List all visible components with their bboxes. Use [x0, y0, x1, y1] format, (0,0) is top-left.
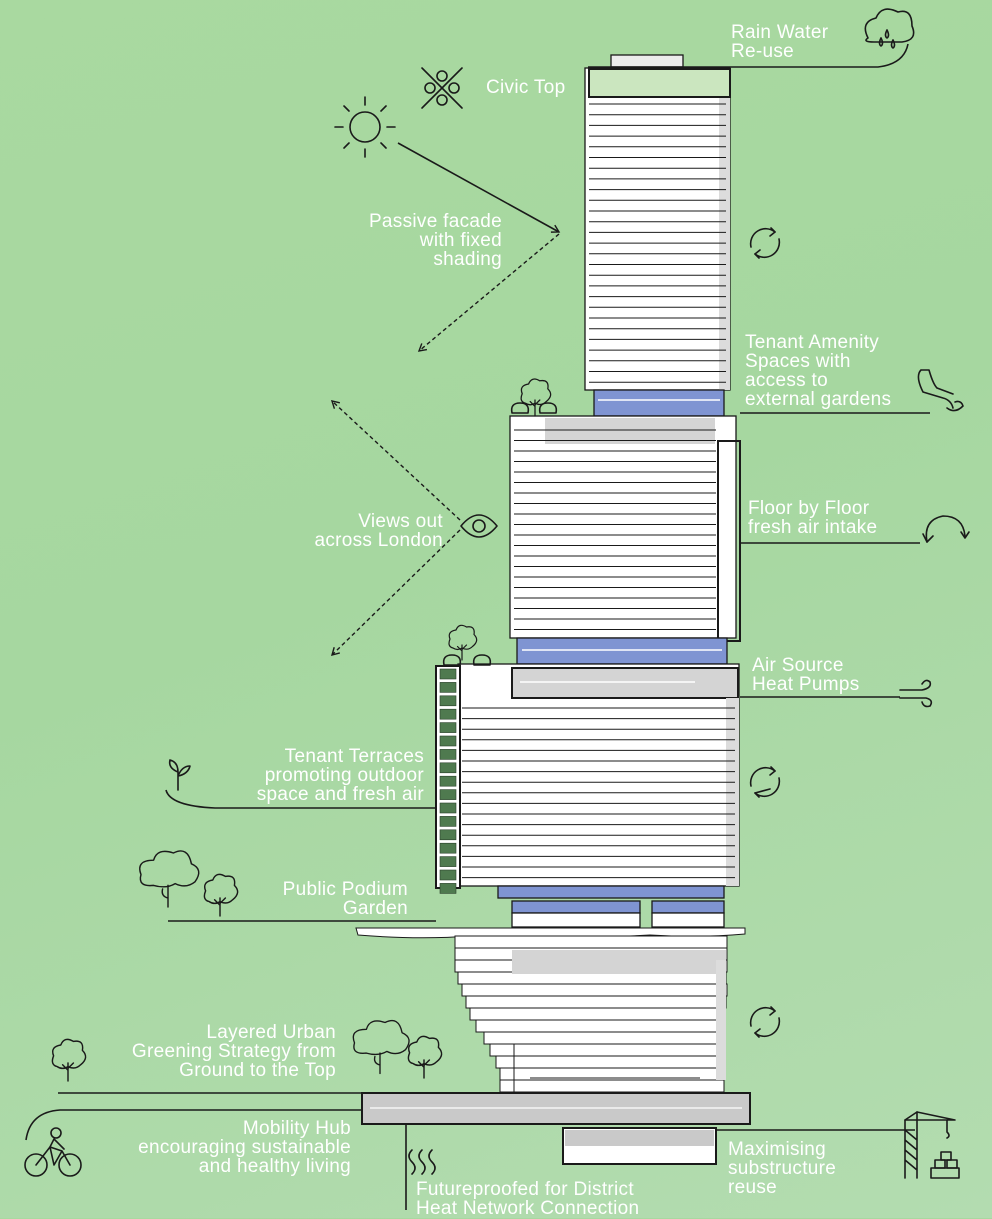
rain-water-label: Rain Water Re-use — [731, 22, 829, 62]
podium-floor — [499, 1079, 725, 1093]
recycle-icon — [749, 766, 781, 798]
recycle-icon — [749, 227, 781, 259]
wind-icon — [899, 679, 933, 708]
terrace-cell — [439, 722, 457, 733]
podium — [454, 935, 728, 1093]
sun-icon — [334, 96, 396, 158]
wind-loop-icon — [922, 515, 970, 543]
terrace-cell — [439, 869, 457, 881]
podium-edge — [716, 960, 726, 1080]
terrace-cell — [439, 842, 457, 854]
shrub-icon — [538, 402, 558, 414]
view-arrow-up — [330, 400, 461, 521]
tree-icon — [139, 850, 200, 908]
tree-icon — [352, 1019, 410, 1075]
terrace-cell — [439, 775, 457, 787]
reflected-ray-arrow — [417, 233, 560, 352]
leader-lines — [25, 43, 930, 1210]
view-arrow-down — [330, 529, 461, 656]
terrace-cell — [439, 735, 457, 747]
views-out-label: Views out across London — [314, 511, 443, 551]
recycle-icon — [749, 1006, 781, 1038]
terrace-cell — [439, 789, 457, 800]
terrace-cell — [439, 668, 457, 680]
podium-floor — [465, 995, 727, 1009]
podium-floor — [489, 1043, 725, 1057]
tenant-amenity-label: Tenant Amenity Spaces with access to ext… — [745, 332, 892, 410]
podium-floor — [483, 1031, 725, 1045]
terrace-cell — [439, 883, 457, 894]
civic-top-label: Civic Top — [486, 77, 566, 98]
terrace-cell — [439, 749, 457, 760]
tree-icon — [407, 1035, 443, 1079]
urban-greening-label: Layered Urban Greening Strategy from Gro… — [131, 1022, 336, 1081]
civic-top-icon — [421, 67, 463, 109]
chair-icon — [917, 369, 964, 412]
podium-floor — [461, 983, 728, 997]
podium-floor — [469, 1007, 726, 1021]
sun-ray-arrow — [397, 142, 561, 233]
tree-icon — [520, 378, 552, 417]
bicycle-icon — [24, 1127, 82, 1177]
rain-cloud-icon — [864, 8, 915, 49]
terrace-cell — [439, 802, 457, 814]
podium-floor — [495, 1055, 725, 1069]
terrace-cell — [439, 856, 457, 867]
heat-pump-glass-band — [516, 637, 728, 665]
crane-icon — [904, 1111, 960, 1179]
district-heat-label: Futureproofed for District Heat Network … — [416, 1179, 640, 1219]
eye-icon — [460, 514, 498, 538]
amenity-glass-band — [593, 389, 725, 417]
passive-facade-label: Passive facade with fixed shading — [368, 211, 502, 270]
terrace-cell — [439, 695, 457, 707]
mid-tower — [509, 415, 741, 642]
substructure-label: Maximising substructure reuse — [728, 1139, 837, 1198]
tree-icon — [448, 624, 478, 661]
sprout-icon — [168, 759, 191, 791]
podium-floor — [454, 935, 728, 949]
podium-garden-label: Public Podium Garden — [282, 879, 408, 919]
terrace-cell — [439, 829, 457, 841]
shrub-icon — [442, 654, 462, 666]
tree-icon — [203, 873, 239, 917]
terrace-cell — [439, 708, 457, 720]
shrub-icon — [472, 654, 492, 666]
podium-floor — [475, 1019, 725, 1033]
heat-waves-icon — [408, 1149, 436, 1175]
building — [355, 54, 751, 1165]
lower-tower — [435, 663, 740, 894]
upper-tower — [584, 54, 731, 391]
tree-icon — [51, 1038, 87, 1082]
terrace-cell — [439, 816, 457, 827]
fresh-air-label: Floor by Floor fresh air intake — [748, 498, 878, 538]
tenant-terraces-label: Tenant Terraces promoting outdoor space … — [256, 746, 424, 805]
terrace-cell — [439, 682, 457, 693]
podium-grey-panel — [512, 950, 726, 974]
mobility-hub-label: Mobility Hub encouraging sustainable and… — [138, 1118, 351, 1177]
shrub-icon — [510, 402, 530, 414]
terrace-cell — [439, 762, 457, 774]
heat-pumps-label: Air Source Heat Pumps — [752, 655, 860, 695]
